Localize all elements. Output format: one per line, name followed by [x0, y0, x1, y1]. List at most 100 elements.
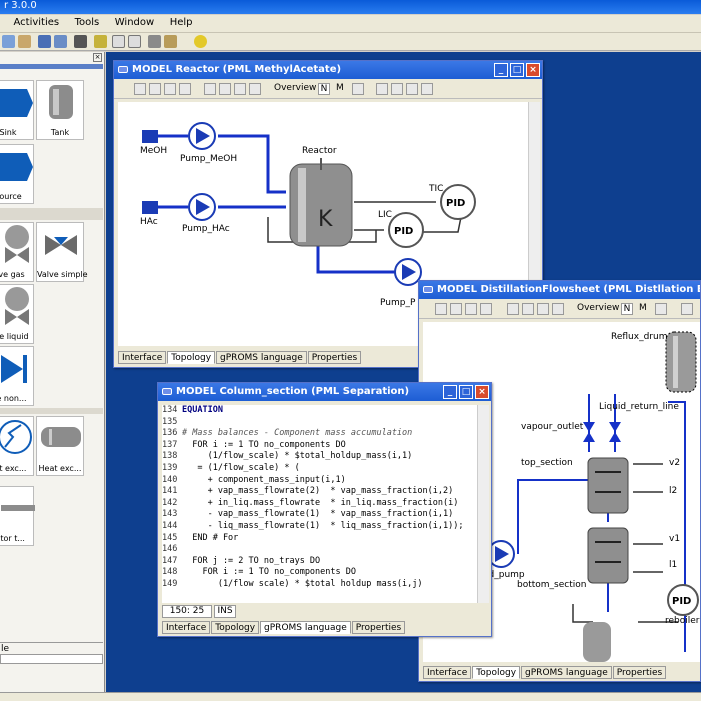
pid-tic-icon[interactable]: PID — [440, 184, 476, 220]
print-icon[interactable] — [537, 303, 549, 315]
fit-icon[interactable] — [552, 303, 564, 315]
pump-p-icon[interactable] — [394, 258, 422, 286]
pan-icon[interactable] — [450, 303, 462, 315]
tab-gproms-language[interactable]: gPROMS language — [260, 621, 351, 634]
code-line: 147 FOR j := 2 TO no_trays DO — [162, 556, 477, 568]
fit-icon[interactable] — [249, 83, 261, 95]
zoom-out-icon[interactable] — [522, 303, 534, 315]
redo-icon[interactable] — [54, 35, 67, 48]
tab-topology[interactable]: Topology — [211, 621, 260, 634]
align-icon-1[interactable] — [681, 303, 693, 315]
pid-lic-icon[interactable]: PID — [388, 212, 424, 248]
build-icon[interactable] — [94, 35, 107, 48]
tab-properties[interactable]: Properties — [612, 666, 667, 679]
back-icon[interactable] — [112, 35, 125, 48]
palette-close-icon[interactable]: × — [93, 53, 102, 62]
paste-icon[interactable] — [18, 35, 31, 48]
palette-valve-liquid[interactable]: alve liquid — [0, 284, 34, 344]
tab-topology[interactable]: Topology — [167, 351, 216, 364]
folder-icon[interactable] — [164, 35, 177, 48]
undo-icon[interactable] — [38, 35, 51, 48]
tab-properties[interactable]: Properties — [351, 621, 406, 634]
minimize-button[interactable]: _ — [494, 63, 508, 77]
zoom-area-icon[interactable] — [480, 303, 492, 315]
tab-gproms-language[interactable]: gPROMS language — [521, 666, 612, 679]
vapour-outlet-valve-icon[interactable] — [583, 422, 595, 442]
palette-tank[interactable]: Tank — [36, 80, 84, 140]
overview-button[interactable]: Overview — [274, 83, 317, 93]
palette-scrollbar[interactable] — [0, 654, 103, 664]
connect-icon[interactable] — [465, 303, 477, 315]
liquid-return-valve-icon[interactable] — [609, 422, 621, 442]
pump-hac-label: Pump_HAc — [182, 224, 230, 234]
code-line: 139 = (1/flow_scale) * ( — [162, 463, 477, 475]
close-button[interactable]: × — [475, 385, 489, 399]
menu-activities[interactable]: Activities — [13, 17, 60, 28]
forward-icon[interactable] — [128, 35, 141, 48]
zoom-area-icon[interactable] — [179, 83, 191, 95]
palette-heat-exchanger-1[interactable]: eat exc... — [0, 416, 34, 476]
tic-label: TIC — [429, 184, 444, 194]
palette-source[interactable]: Source — [0, 144, 34, 204]
minimize-button[interactable]: _ — [443, 385, 457, 399]
code-vscrollbar[interactable] — [477, 405, 489, 603]
reflux-drum-icon[interactable] — [665, 331, 697, 393]
pan-icon[interactable] — [149, 83, 161, 95]
tab-interface[interactable]: Interface — [118, 351, 167, 364]
tab-interface[interactable]: Interface — [162, 621, 211, 634]
print-icon[interactable] — [234, 83, 246, 95]
code-text: - liq_mass_flowrate(1) * liq_mass_fracti… — [182, 520, 464, 531]
align-icon-2[interactable] — [391, 83, 403, 95]
connect-icon[interactable] — [164, 83, 176, 95]
grid-icon[interactable] — [352, 83, 364, 95]
tab-interface[interactable]: Interface — [423, 666, 472, 679]
overview-button[interactable]: Overview — [577, 303, 620, 313]
palette-heat-exchanger-2[interactable]: Heat exc... — [36, 416, 84, 476]
maximize-button[interactable]: □ — [510, 63, 524, 77]
reactor-vessel-icon[interactable]: K — [289, 158, 353, 247]
line-number: 141 — [162, 486, 178, 497]
lic-label: LIC — [378, 210, 392, 220]
align-icon-3[interactable] — [406, 83, 418, 95]
top-section-icon[interactable] — [587, 457, 629, 514]
help-icon[interactable] — [194, 35, 207, 48]
maximize-button[interactable]: □ — [459, 385, 473, 399]
palette-valve-gas[interactable]: alve gas — [0, 222, 34, 282]
menu-window[interactable]: Window — [114, 17, 155, 28]
palette-sink[interactable]: Sink — [0, 80, 34, 140]
tab-gproms-language[interactable]: gPROMS language — [216, 351, 307, 364]
pump-hac-icon[interactable] — [188, 193, 216, 221]
select-icon[interactable] — [134, 83, 146, 95]
spellcheck-icon[interactable] — [148, 35, 161, 48]
bottom-section-icon[interactable] — [587, 527, 629, 584]
menu-tools[interactable]: Tools — [74, 17, 100, 28]
copy-icon[interactable] — [2, 35, 15, 48]
select-icon[interactable] — [435, 303, 447, 315]
tab-properties[interactable]: Properties — [307, 351, 362, 364]
tab-topology[interactable]: Topology — [472, 666, 521, 679]
distillation-topology-canvas[interactable]: PID Reflux_drum Liquid_return_line vapou… — [423, 322, 700, 662]
names-toggle[interactable]: N — [318, 83, 330, 95]
names-toggle[interactable]: N — [621, 303, 633, 315]
reboiler-pid-icon[interactable]: PID — [667, 584, 699, 616]
find-icon[interactable] — [74, 35, 87, 48]
zoom-in-icon[interactable] — [507, 303, 519, 315]
align-icon-1[interactable] — [376, 83, 388, 95]
zoom-out-icon[interactable] — [219, 83, 231, 95]
palette-reactor[interactable]: actor t... — [0, 486, 35, 546]
reboiler-icon[interactable] — [583, 622, 611, 662]
align-icon-4[interactable] — [421, 83, 433, 95]
palette-valve-simple[interactable]: Valve simple — [36, 222, 88, 282]
zoom-in-icon[interactable] — [204, 83, 216, 95]
model-toggle[interactable]: M — [639, 303, 647, 313]
hac-label: HAc — [140, 217, 158, 227]
code-text: END # For — [182, 532, 239, 543]
menu-help[interactable]: Help — [169, 17, 193, 28]
palette-valve-nonreturn[interactable]: lve non... — [0, 346, 34, 406]
pump-meoh-icon[interactable] — [188, 122, 216, 150]
model-toggle[interactable]: M — [336, 83, 344, 93]
grid-icon[interactable] — [655, 303, 667, 315]
close-button[interactable]: × — [526, 63, 540, 77]
